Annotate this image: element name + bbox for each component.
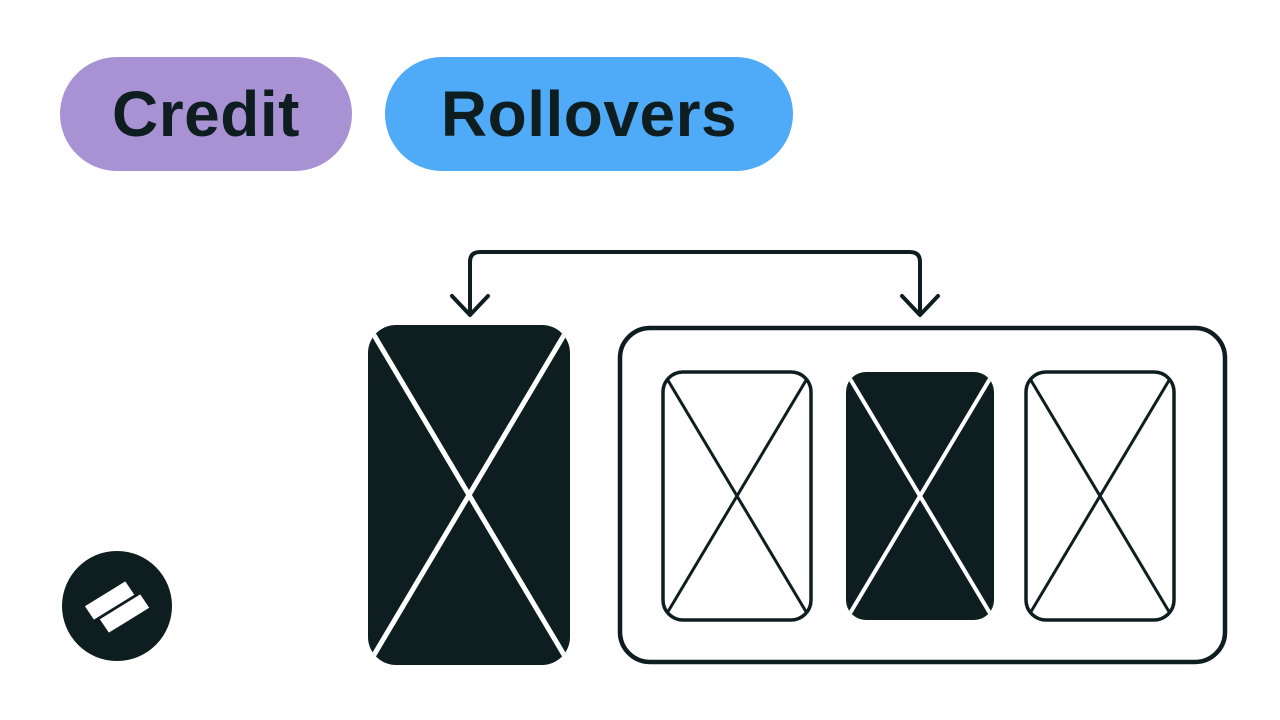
source-card-x-icon — [368, 325, 570, 665]
tray-card-3-x-icon — [1026, 372, 1174, 620]
rollover-arrow-icon — [450, 250, 940, 317]
tray-card-2-x-icon — [846, 372, 994, 620]
title-badges: Credit Rollovers — [60, 57, 794, 171]
tray-card-2 — [846, 372, 994, 620]
source-card — [368, 325, 570, 665]
flag-logo-icon — [84, 581, 150, 633]
tray-card-1 — [661, 370, 813, 622]
credit-badge-label: Credit — [112, 78, 300, 150]
tray-card-3 — [1024, 370, 1176, 622]
rollovers-badge: Rollovers — [384, 57, 794, 171]
rollovers-badge-label: Rollovers — [440, 78, 738, 150]
brand-logo — [62, 551, 172, 661]
brand-logo-circle — [62, 551, 172, 661]
arrow-head-right — [900, 294, 940, 317]
tray-card-1-x-icon — [663, 372, 811, 620]
arrow-bracket-line — [468, 250, 922, 314]
credit-badge: Credit — [60, 57, 352, 171]
arrow-head-left — [450, 294, 490, 317]
